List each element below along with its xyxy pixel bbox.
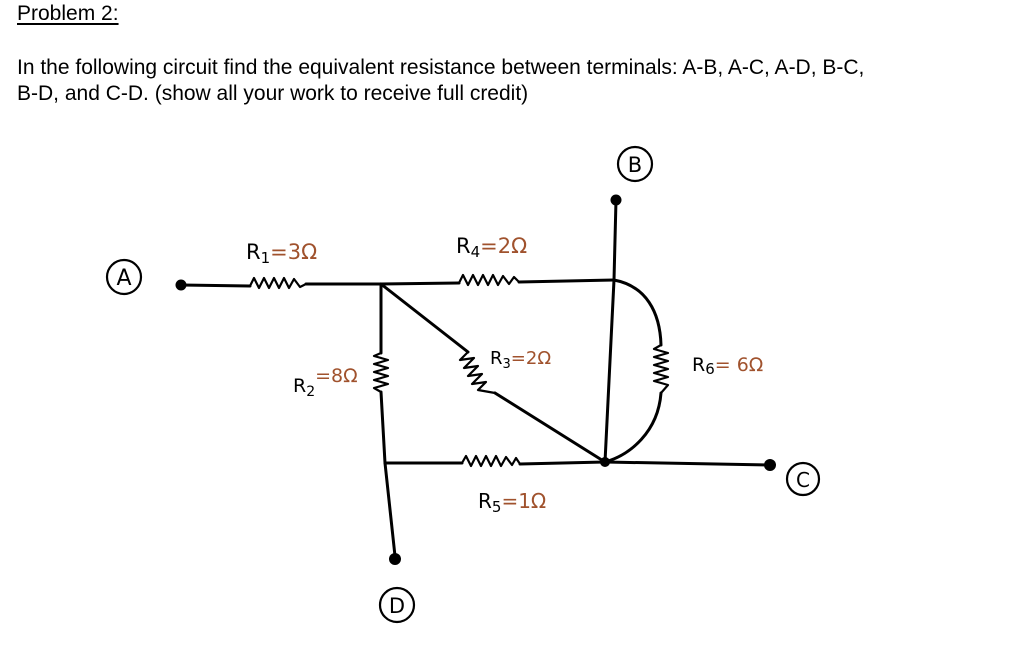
resistor-r4-subscript: 4 [471, 243, 481, 261]
resistor-r4-zigzag [457, 273, 521, 287]
terminal-c-circle [785, 461, 821, 497]
problem-statement-line-1: In the following circuit find the equiva… [17, 56, 865, 79]
resistor-r5-label: R5=1Ω [478, 489, 546, 516]
wire-a-to-r1 [179, 283, 252, 288]
problem-heading: Problem 2: [17, 2, 119, 25]
resistor-r6-zigzag [652, 343, 670, 395]
terminal-d: D [378, 586, 416, 624]
problem-statement: In the following circuit find the equiva… [17, 55, 1007, 107]
terminal-b-circle [616, 145, 654, 183]
terminal-d-circle [378, 586, 416, 624]
resistor-r6-value: = 6Ω [715, 354, 764, 376]
circuit-wires [179, 198, 772, 558]
wire-r4-to-b-column [517, 278, 616, 284]
terminal-b: B [616, 145, 654, 183]
wire-b-column [603, 198, 618, 464]
problem-statement-line-2: B-D, and C-D. (show all your work to rec… [17, 82, 529, 105]
resistor-r2-value: =8Ω [315, 365, 358, 387]
resistor-r1-value: =3Ω [270, 240, 317, 264]
resistor-r4-label: R4=2Ω [456, 234, 527, 261]
resistor-r1-subscript: 1 [261, 249, 271, 267]
terminal-a-dot [175, 279, 187, 291]
resistor-r2-name: R [293, 375, 306, 397]
terminal-a-label: A [116, 266, 131, 291]
terminal-d-label: D [389, 594, 405, 618]
wire-d-lead [383, 461, 397, 558]
resistor-r2-subscript: 2 [306, 384, 315, 400]
terminal-labels: A B C D [105, 145, 821, 624]
resistor-r6-label: R6= 6Ω [692, 354, 763, 378]
resistor-r5-zigzag [460, 454, 522, 468]
resistor-r2-zigzag [372, 351, 390, 394]
resistor-r3-value: =2Ω [511, 348, 552, 369]
wire-bottom-node-to-c [603, 460, 772, 467]
resistor-r1-label: R1=3Ω [246, 240, 317, 267]
resistor-r6-subscript: 6 [705, 360, 715, 378]
terminal-d-dot [389, 553, 401, 565]
resistor-r5-subscript: 5 [492, 498, 502, 516]
terminal-b-dot [610, 194, 622, 206]
resistors [248, 273, 670, 468]
wire-r3-diagonal-lower [493, 391, 607, 464]
resistor-r3-name: R [490, 348, 503, 369]
resistor-r3-zigzag [458, 350, 497, 395]
wire-r6-upper-arc [612, 278, 663, 347]
wire-r2-lower [379, 390, 387, 465]
terminal-c: C [785, 461, 821, 497]
terminal-a-circle [105, 258, 143, 296]
terminal-b-label: B [628, 153, 642, 177]
resistor-r3-subscript: 3 [503, 357, 511, 372]
resistor-labels: R1=3Ω R4=2Ω R3=2Ω R2=8Ω R6= 6Ω R5=1Ω [246, 234, 763, 516]
wire-r3-diagonal-upper [379, 282, 470, 354]
resistor-r4-value: =2Ω [480, 234, 527, 258]
resistor-r6-name: R [692, 354, 705, 376]
resistor-r1-zigzag [248, 276, 308, 290]
resistor-r5-name: R [478, 489, 492, 513]
wire-top-node-to-r4 [379, 281, 461, 286]
terminal-a: A [105, 258, 143, 296]
resistor-r3-label: R3=2Ω [490, 348, 551, 372]
nodes [175, 194, 776, 565]
resistor-r4-name: R [456, 234, 471, 258]
junction-bottom-node [600, 457, 610, 467]
terminal-c-label: C [796, 468, 810, 492]
resistor-r1-name: R [246, 240, 261, 264]
terminal-c-dot [764, 459, 776, 471]
wire-r6-lower-arc [603, 391, 663, 464]
resistor-r5-value: =1Ω [501, 489, 546, 513]
wire-r5-to-bottom-node [518, 460, 607, 466]
resistor-r2-label: R2=8Ω [293, 365, 358, 400]
